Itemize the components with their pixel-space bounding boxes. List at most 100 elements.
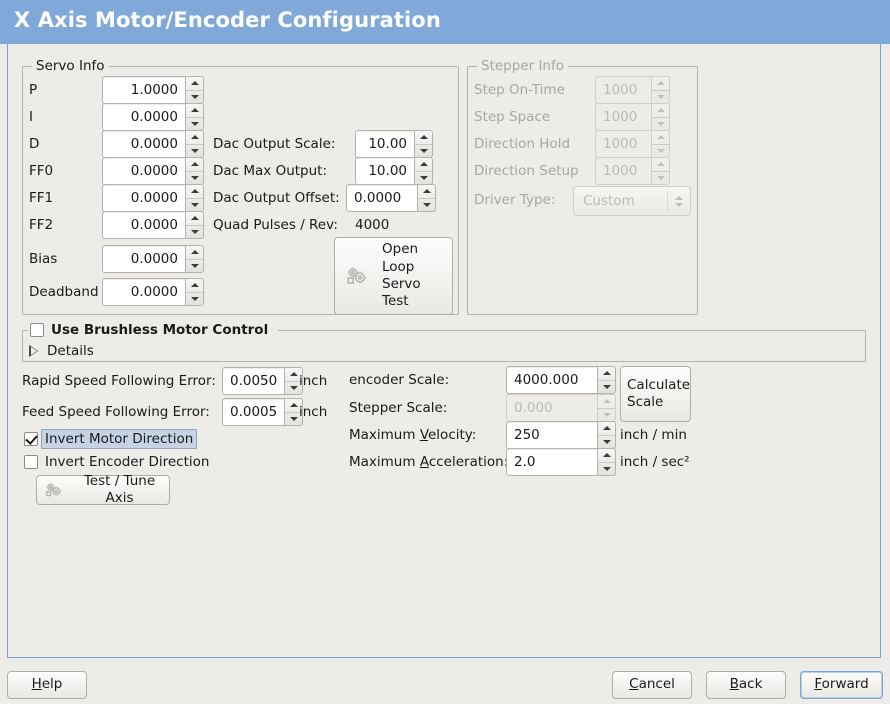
back-button[interactable]: Back xyxy=(706,671,786,699)
servo-deadband-input[interactable]: 0.0000 xyxy=(102,278,185,306)
rapid-spin-buttons[interactable] xyxy=(284,367,304,395)
encoder-scale-spinbutton[interactable]: 4000.000 xyxy=(506,366,616,394)
forward-button[interactable]: Forward xyxy=(800,671,883,699)
spin-up-icon[interactable] xyxy=(186,104,203,117)
stepper-scale-spin-buttons xyxy=(597,394,616,422)
servo-d-spinbutton[interactable]: 0.0000 xyxy=(102,130,204,158)
servo-ff1-input[interactable]: 0.0000 xyxy=(102,184,185,212)
spin-down-icon[interactable] xyxy=(415,170,432,185)
spin-up-icon[interactable] xyxy=(415,158,432,171)
dac-max-output-spinbutton[interactable]: 10.00 xyxy=(355,157,433,185)
spin-down-icon[interactable] xyxy=(285,411,303,426)
servo-ff1-spinbutton[interactable]: 0.0000 xyxy=(102,184,204,212)
spin-up-icon[interactable] xyxy=(598,367,615,380)
feed-spin-buttons[interactable] xyxy=(284,398,304,426)
calculate-scale-button[interactable]: Calculate Scale xyxy=(620,366,691,422)
spin-up-icon[interactable] xyxy=(186,246,203,259)
spin-down-icon[interactable] xyxy=(186,116,203,131)
rapid-speed-following-error-spinbutton[interactable]: 0.0050 xyxy=(222,367,304,395)
spin-up-icon[interactable] xyxy=(415,131,432,144)
use-brushless-motor-control-checkbox[interactable]: Use Brushless Motor Control xyxy=(30,322,268,338)
feed-speed-following-error-spinbutton[interactable]: 0.0005 xyxy=(222,398,304,426)
spin-down-icon[interactable] xyxy=(598,461,615,476)
maximum-acceleration-spin-buttons[interactable] xyxy=(597,448,616,476)
dac-output-scale-spinbutton[interactable]: 10.00 xyxy=(355,130,433,158)
servo-i-spinbutton[interactable]: 0.0000 xyxy=(102,103,204,131)
spin-down-icon[interactable] xyxy=(186,291,203,306)
servo-deadband-spinbutton[interactable]: 0.0000 xyxy=(102,278,204,306)
encoder-scale-spin-buttons[interactable] xyxy=(597,366,616,394)
servo-ff1-spin-buttons[interactable] xyxy=(185,184,204,212)
help-button[interactable]: Help xyxy=(7,671,87,699)
servo-p-spin-buttons[interactable] xyxy=(185,76,204,104)
test-tune-axis-button[interactable]: Test / Tune Axis xyxy=(36,473,170,506)
encoder-scale-input[interactable]: 4000.000 xyxy=(506,366,597,394)
invert-encoder-direction-checkbox[interactable]: Invert Encoder Direction xyxy=(24,454,209,470)
servo-i-spin-buttons[interactable] xyxy=(185,103,204,131)
rapid-speed-following-error-input[interactable]: 0.0050 xyxy=(222,367,285,395)
servo-ff0-spin-buttons[interactable] xyxy=(185,157,204,185)
maximum-velocity-input[interactable]: 250 xyxy=(506,421,597,449)
spin-up-icon[interactable] xyxy=(418,185,435,198)
maximum-acceleration-spinbutton[interactable]: 2.0 xyxy=(506,448,616,476)
checkbox-box[interactable] xyxy=(24,455,38,469)
spin-down-icon xyxy=(652,170,669,185)
spin-up-icon[interactable] xyxy=(598,422,615,435)
cancel-button[interactable]: Cancel xyxy=(612,671,692,699)
spin-down-icon[interactable] xyxy=(186,197,203,212)
maximum-velocity-spinbutton[interactable]: 250 xyxy=(506,421,616,449)
dac-output-offset-input[interactable]: 0.0000 xyxy=(346,184,417,212)
servo-ff2-spinbutton[interactable]: 0.0000 xyxy=(102,211,204,239)
servo-ff2-input[interactable]: 0.0000 xyxy=(102,211,185,239)
dac-output-scale-input[interactable]: 10.00 xyxy=(355,130,414,158)
spin-up-icon[interactable] xyxy=(285,399,302,412)
dac-output-offset-spinbutton[interactable]: 0.0000 xyxy=(346,184,436,212)
servo-p-spinbutton[interactable]: 1.0000 xyxy=(102,76,204,104)
spin-down-icon[interactable] xyxy=(186,258,203,273)
servo-label-ff0: FF0 xyxy=(29,163,54,179)
servo-bias-input[interactable]: 0.0000 xyxy=(102,245,185,273)
spin-up-icon[interactable] xyxy=(598,449,615,462)
maximum-acceleration-input[interactable]: 2.0 xyxy=(506,448,597,476)
servo-label-ff1: FF1 xyxy=(29,190,54,206)
servo-bias-spin-buttons[interactable] xyxy=(185,245,204,273)
spin-up-icon[interactable] xyxy=(186,158,203,171)
dac-output-offset-spin-buttons[interactable] xyxy=(417,184,436,212)
servo-ff0-input[interactable]: 0.0000 xyxy=(102,157,185,185)
spin-down-icon[interactable] xyxy=(285,380,303,395)
servo-d-spin-buttons[interactable] xyxy=(185,130,204,158)
checkbox-box[interactable] xyxy=(24,432,38,446)
spin-up-icon[interactable] xyxy=(285,368,302,381)
feed-speed-following-error-input[interactable]: 0.0005 xyxy=(222,398,285,426)
spin-up-icon[interactable] xyxy=(186,212,203,225)
checkbox-box[interactable] xyxy=(30,323,44,337)
servo-ff2-spin-buttons[interactable] xyxy=(185,211,204,239)
spin-down-icon[interactable] xyxy=(598,434,615,449)
servo-d-input[interactable]: 0.0000 xyxy=(102,130,185,158)
servo-p-input[interactable]: 1.0000 xyxy=(102,76,185,104)
servo-deadband-spin-buttons[interactable] xyxy=(185,278,204,306)
spin-down-icon[interactable] xyxy=(598,379,615,394)
combo-separator xyxy=(667,191,668,211)
servo-i-input[interactable]: 0.0000 xyxy=(102,103,185,131)
chevron-right-icon[interactable] xyxy=(29,345,38,357)
spin-up-icon[interactable] xyxy=(186,185,203,198)
spin-down-icon[interactable] xyxy=(186,224,203,239)
invert-motor-direction-checkbox[interactable]: Invert Motor Direction xyxy=(24,429,198,449)
dac-max-output-input[interactable]: 10.00 xyxy=(355,157,414,185)
dac-output-scale-spin-buttons[interactable] xyxy=(414,130,433,158)
spin-down-icon[interactable] xyxy=(186,143,203,158)
spin-down-icon[interactable] xyxy=(415,143,432,158)
spin-down-icon[interactable] xyxy=(418,197,435,212)
servo-bias-spinbutton[interactable]: 0.0000 xyxy=(102,245,204,273)
maximum-velocity-spin-buttons[interactable] xyxy=(597,421,616,449)
dac-max-output-spin-buttons[interactable] xyxy=(414,157,433,185)
spin-up-icon[interactable] xyxy=(186,131,203,144)
open-loop-servo-test-button[interactable]: Open Loop Servo Test xyxy=(334,237,453,315)
spin-up-icon[interactable] xyxy=(186,279,203,292)
details-expander[interactable]: Details xyxy=(29,343,94,359)
servo-ff0-spinbutton[interactable]: 0.0000 xyxy=(102,157,204,185)
spin-down-icon[interactable] xyxy=(186,89,203,104)
spin-down-icon[interactable] xyxy=(186,170,203,185)
spin-up-icon[interactable] xyxy=(186,77,203,90)
